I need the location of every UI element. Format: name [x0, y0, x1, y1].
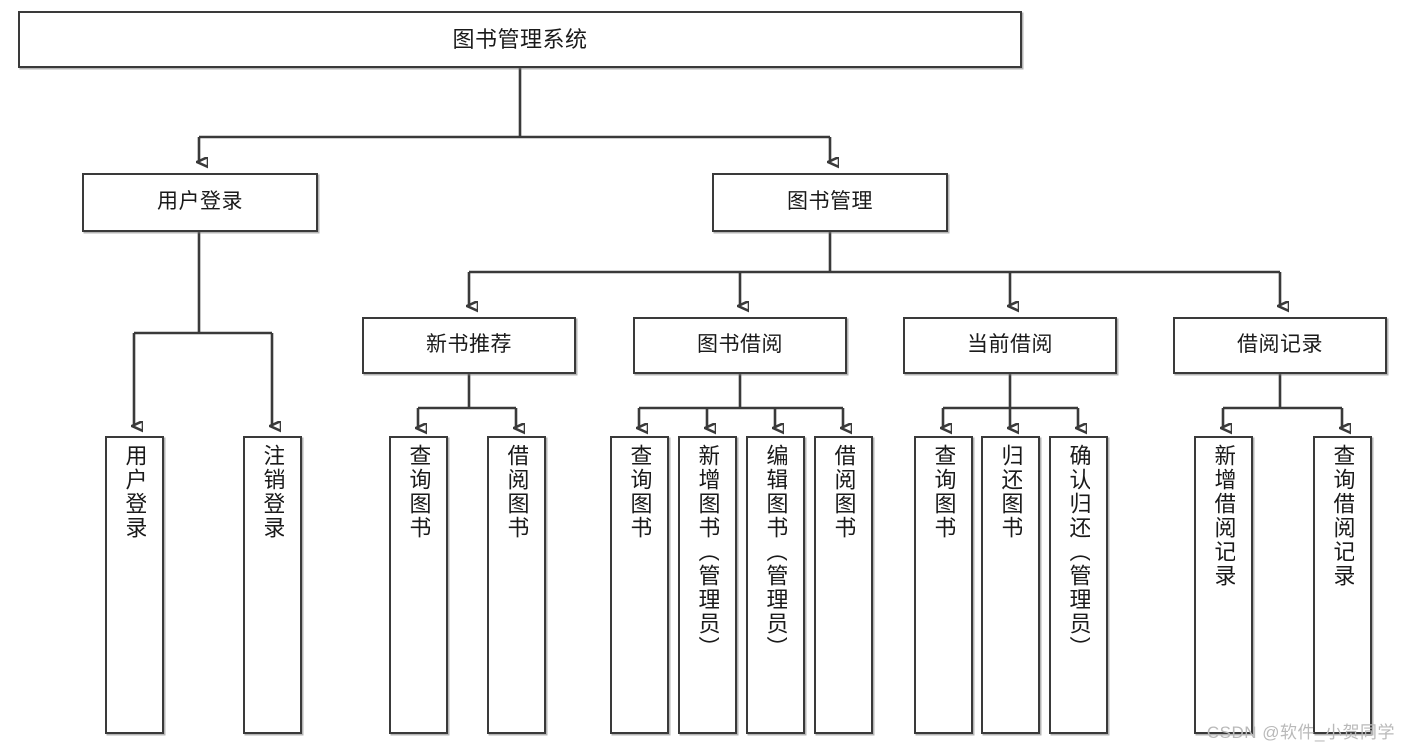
leaf-borrow-add-book[interactable]: 新增图书（管理员） [678, 436, 737, 734]
node-label: 借阅记录 [1237, 333, 1323, 357]
node-label: 新增图书（管理员） [696, 444, 719, 660]
leaf-new-book-borrow[interactable]: 借阅图书 [487, 436, 546, 734]
node-label: 确认归还（管理员） [1067, 444, 1090, 660]
leaf-borrow-borrow-book[interactable]: 借阅图书 [814, 436, 873, 734]
node-label: 图书管理 [787, 190, 873, 214]
leaf-borrow-edit-book[interactable]: 编辑图书（管理员） [746, 436, 805, 734]
node-book-borrow[interactable]: 图书借阅 [633, 317, 847, 374]
node-new-book-recommend[interactable]: 新书推荐 [362, 317, 576, 374]
leaf-user-login-logout[interactable]: 注销登录 [243, 436, 302, 734]
node-label: 查询图书 [932, 444, 955, 540]
node-root-system[interactable]: 图书管理系统 [18, 11, 1022, 68]
node-label: 查询图书 [628, 444, 651, 540]
leaf-borrow-query-book[interactable]: 查询图书 [610, 436, 669, 734]
node-label: 查询图书 [407, 444, 430, 540]
node-label: 图书管理系统 [452, 26, 588, 52]
node-label: 新增借阅记录 [1212, 444, 1235, 588]
node-label: 借阅图书 [832, 444, 855, 540]
node-borrow-record[interactable]: 借阅记录 [1173, 317, 1387, 374]
node-label: 归还图书 [999, 444, 1022, 540]
node-current-borrow[interactable]: 当前借阅 [903, 317, 1117, 374]
node-label: 图书借阅 [697, 333, 783, 357]
leaf-user-login-login[interactable]: 用户登录 [105, 436, 164, 734]
leaf-current-query-book[interactable]: 查询图书 [914, 436, 973, 734]
leaf-current-return-book[interactable]: 归还图书 [981, 436, 1040, 734]
leaf-current-confirm-return[interactable]: 确认归还（管理员） [1049, 436, 1108, 734]
node-label: 用户登录 [123, 444, 146, 540]
node-label: 查询借阅记录 [1331, 444, 1354, 588]
node-label: 新书推荐 [426, 333, 512, 357]
node-label: 用户登录 [157, 190, 243, 214]
leaf-record-query[interactable]: 查询借阅记录 [1313, 436, 1372, 734]
node-label: 当前借阅 [967, 333, 1053, 357]
node-label: 注销登录 [261, 444, 284, 540]
leaf-record-add[interactable]: 新增借阅记录 [1194, 436, 1253, 734]
node-user-login[interactable]: 用户登录 [82, 173, 318, 232]
leaf-new-book-query[interactable]: 查询图书 [389, 436, 448, 734]
node-label: 借阅图书 [505, 444, 528, 540]
node-label: 编辑图书（管理员） [764, 444, 787, 660]
node-book-management[interactable]: 图书管理 [712, 173, 948, 232]
